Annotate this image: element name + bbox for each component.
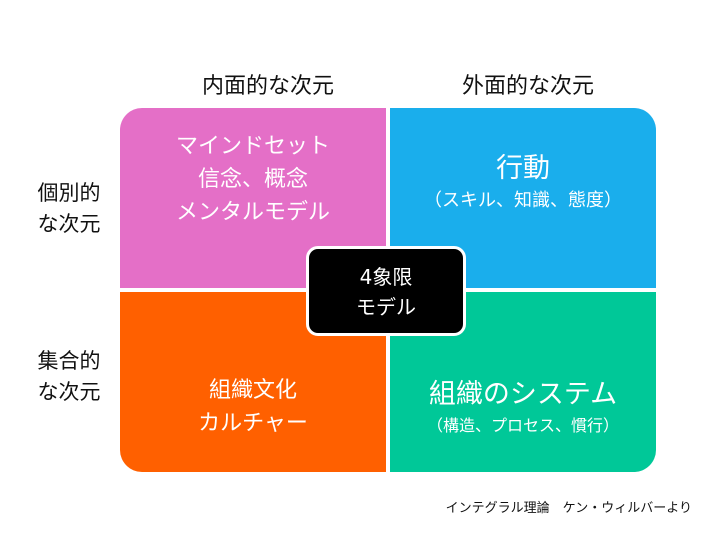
quadrant-mindset-line-1: マインドセット [175, 134, 330, 159]
quadrant-mindset: マインドセット 信念、概念 メンタルモデル [120, 108, 386, 288]
source-credit: インテグラル理論 ケン・ウィルバーより [445, 501, 692, 516]
center-label-line-2: モデル [356, 295, 416, 319]
quadrant-systems-title: 組織のシステム [428, 379, 618, 410]
quadrant-behavior-subtitle: （スキル、知識、態度） [424, 190, 622, 211]
center-label-line-1: 4象限 [359, 265, 413, 289]
quadrant-systems-subtitle: （構造、プロセス、慣行） [426, 416, 619, 435]
row-header-collective-line-2: な次元 [37, 380, 101, 404]
quadrant-culture-line-2: カルチャー [198, 411, 308, 436]
quadrant-culture-line-1: 組織文化 [208, 378, 297, 403]
quadrant-mindset-line-3: メンタルモデル [175, 200, 330, 225]
column-header-internal: 内面的な次元 [201, 74, 334, 99]
row-header-individual: 個別的 な次元 [24, 178, 114, 240]
quadrant-behavior-title: 行動 [496, 153, 550, 184]
row-header-collective-line-1: 集合的 [37, 349, 101, 373]
row-header-individual-line-2: な次元 [37, 212, 101, 236]
quadrant-mindset-text: マインドセット 信念、概念 メンタルモデル [120, 130, 386, 229]
quadrant-culture-text: 組織文化 カルチャー [120, 374, 386, 440]
column-header-external: 外面的な次元 [461, 74, 594, 99]
row-header-individual-line-1: 個別的 [37, 181, 101, 205]
row-header-collective: 集合的 な次元 [24, 346, 114, 408]
center-model-label: 4象限 モデル [306, 246, 466, 336]
quadrant-mindset-line-2: 信念、概念 [197, 167, 308, 192]
